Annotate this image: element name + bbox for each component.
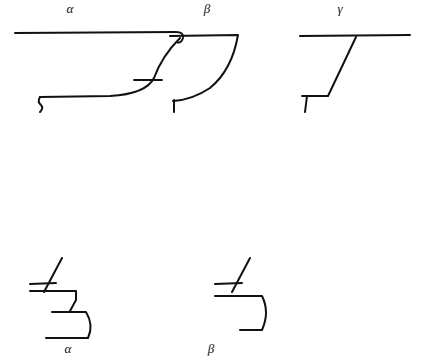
stroke-figure xyxy=(40,38,180,97)
stroke-figure xyxy=(305,96,307,112)
figure-letter: β xyxy=(204,2,210,15)
figure-letter: β xyxy=(208,342,214,355)
stroke-figure xyxy=(300,35,410,36)
stroke-figure xyxy=(232,258,250,292)
stroke-figure xyxy=(30,291,76,311)
figure-letter: α xyxy=(65,342,72,355)
stroke-figure xyxy=(30,283,56,284)
stroke-figure xyxy=(215,296,266,330)
figure-letter: α xyxy=(67,2,74,15)
stroke-figure xyxy=(134,79,162,81)
stroke-figure xyxy=(170,35,238,101)
stroke-figure xyxy=(302,37,356,96)
stroke-figure xyxy=(46,312,91,338)
stroke-figure xyxy=(15,32,183,43)
stroke-figure xyxy=(39,97,43,112)
stroke-figure xyxy=(215,283,242,284)
figure-letter: γ xyxy=(337,2,342,15)
stroke-figure xyxy=(173,100,175,112)
stroke-figure xyxy=(44,258,62,292)
